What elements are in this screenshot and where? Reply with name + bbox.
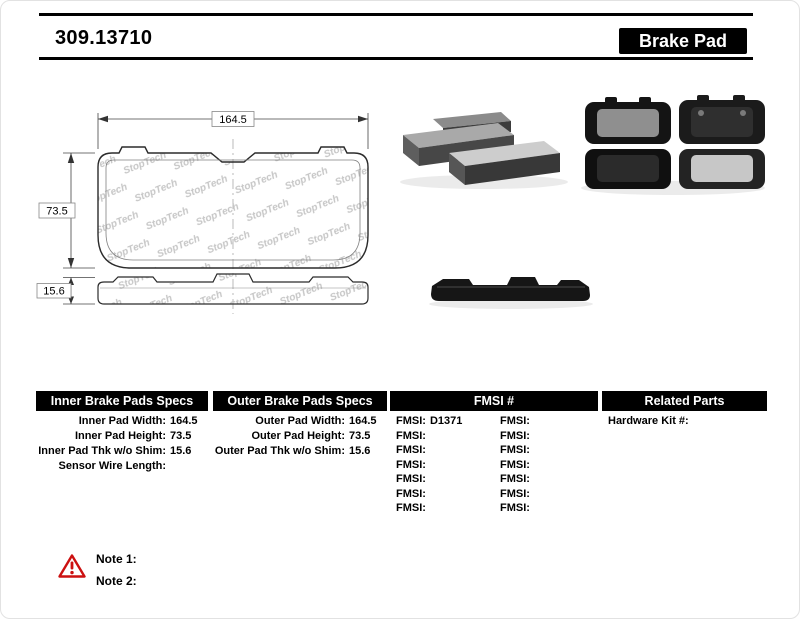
table-row: Inner Pad Width: 164.5 (36, 414, 208, 429)
fmsi-label: FMSI: (396, 473, 426, 485)
front-view-drawing (97, 146, 369, 269)
fmsi-value (426, 430, 430, 442)
fmsi-label: FMSI: (396, 415, 426, 427)
table-row: Outer Pad Width: 164.5 (213, 414, 387, 429)
outer-specs-header: Outer Brake Pads Specs (213, 391, 387, 411)
table-row: Outer Pad Height: 73.5 (213, 429, 387, 444)
spec-value: 164.5 (349, 415, 377, 427)
table-row: FMSI: (390, 472, 494, 487)
table-row: Outer Pad Thk w/o Shim: 15.6 (213, 444, 387, 459)
table-row: Inner Pad Height: 73.5 (36, 429, 208, 444)
spec-label: Inner Pad Width: (78, 415, 166, 427)
warning-icon (58, 554, 86, 578)
outer-pads-specs-table: Outer Brake Pads Specs Outer Pad Width: … (213, 391, 387, 459)
fmsi-header: FMSI # (390, 391, 598, 411)
fmsi-label: FMSI: (500, 502, 530, 514)
fmsi-value (530, 473, 534, 485)
fmsi-value (426, 473, 430, 485)
related-value (689, 415, 693, 427)
product-photo-pad-set (581, 95, 765, 195)
table-row: Hardware Kit #: (602, 411, 767, 429)
fmsi-label: FMSI: (500, 458, 530, 471)
fmsi-label: FMSI: (500, 429, 530, 442)
table-row: FMSI: (390, 429, 494, 444)
fmsi-label: FMSI: (500, 444, 530, 456)
related-parts-table: Related Parts Hardware Kit #: (602, 391, 767, 429)
fmsi-table: FMSI # FMSI:D1371 FMSI: FMSI: FMSI: FMSI… (390, 391, 598, 516)
fmsi-right-column: FMSI: FMSI: FMSI: FMSI: FMSI: FMSI: FMSI… (494, 414, 598, 516)
height-dimension: 73.5 (38, 152, 95, 269)
fmsi-value (530, 488, 534, 500)
fmsi-value (530, 502, 534, 514)
note-1-label: Note 1: (96, 552, 137, 566)
table-row: Inner Pad Thk w/o Shim: 15.6 (36, 444, 208, 459)
spec-label: Inner Pad Thk w/o Shim: (38, 445, 166, 457)
fmsi-label: FMSI: (500, 415, 530, 427)
table-row: FMSI: (494, 443, 598, 458)
table-row: FMSI: (390, 443, 494, 458)
fmsi-value (426, 444, 430, 456)
product-photo-pad-edge (429, 277, 593, 309)
spec-value: 73.5 (170, 430, 192, 442)
thickness-dim-label: 15.6 (43, 286, 64, 298)
spec-value: 15.6 (349, 445, 371, 457)
header-top-rule (39, 13, 753, 16)
fmsi-label: FMSI: (500, 473, 530, 485)
spec-label: Outer Pad Thk w/o Shim: (214, 445, 345, 457)
spec-label: Outer Pad Height: (251, 430, 345, 442)
table-row: FMSI: (494, 472, 598, 487)
product-type-badge: Brake Pad (619, 28, 747, 54)
note-2: Note 2: (96, 574, 137, 588)
spec-value: 164.5 (170, 415, 198, 427)
fmsi-value: D1371 (429, 415, 463, 427)
table-row: FMSI: (494, 501, 598, 516)
note-2-label: Note 2: (96, 574, 137, 588)
product-photo-pads-angled (400, 112, 568, 189)
fmsi-label: FMSI: (500, 487, 530, 500)
width-dimension: 164.5 (97, 111, 369, 149)
fmsi-value (426, 488, 430, 500)
table-row: FMSI: (390, 458, 494, 473)
fmsi-value (530, 444, 534, 456)
fmsi-value (426, 502, 430, 514)
spec-value (166, 459, 208, 474)
fmsi-value (530, 430, 534, 442)
related-label: Hardware Kit #: (608, 415, 689, 427)
table-row: FMSI: (494, 429, 598, 444)
width-dim-label: 164.5 (219, 114, 247, 126)
table-row: Sensor Wire Length: (36, 459, 208, 474)
fmsi-value (530, 415, 534, 427)
thickness-dimension: 15.6 (36, 277, 95, 305)
fmsi-left-column: FMSI:D1371 FMSI: FMSI: FMSI: FMSI: FMSI:… (390, 414, 494, 516)
header-bottom-rule (39, 57, 753, 60)
fmsi-label: FMSI: (396, 487, 426, 500)
table-row: FMSI: (494, 458, 598, 473)
spec-label: Sensor Wire Length: (58, 460, 166, 472)
table-row: FMSI: (390, 487, 494, 502)
fmsi-value (426, 459, 430, 471)
table-row: FMSI:D1371 (390, 414, 494, 429)
side-view-drawing (97, 273, 369, 305)
spec-value: 73.5 (349, 430, 371, 442)
fmsi-label: FMSI: (396, 502, 426, 514)
table-row: FMSI: (390, 501, 494, 516)
fmsi-value (530, 459, 534, 471)
spec-label: Inner Pad Height: (74, 430, 166, 442)
spec-value: 15.6 (170, 445, 192, 457)
table-row: FMSI: (494, 414, 598, 429)
fmsi-label: FMSI: (396, 444, 426, 456)
fmsi-label: FMSI: (396, 429, 426, 442)
table-row: FMSI: (494, 487, 598, 502)
inner-specs-header: Inner Brake Pads Specs (36, 391, 208, 411)
technical-drawing: StopTech StopTech 164.5 (36, 95, 765, 314)
spec-label: Outer Pad Width: (255, 415, 345, 427)
part-number: 309.13710 (55, 27, 153, 49)
height-dim-label: 73.5 (46, 206, 67, 218)
related-parts-header: Related Parts (602, 391, 767, 411)
note-1: Note 1: (96, 552, 137, 566)
fmsi-label: FMSI: (396, 458, 426, 471)
inner-pads-specs-table: Inner Brake Pads Specs Inner Pad Width: … (36, 391, 208, 474)
